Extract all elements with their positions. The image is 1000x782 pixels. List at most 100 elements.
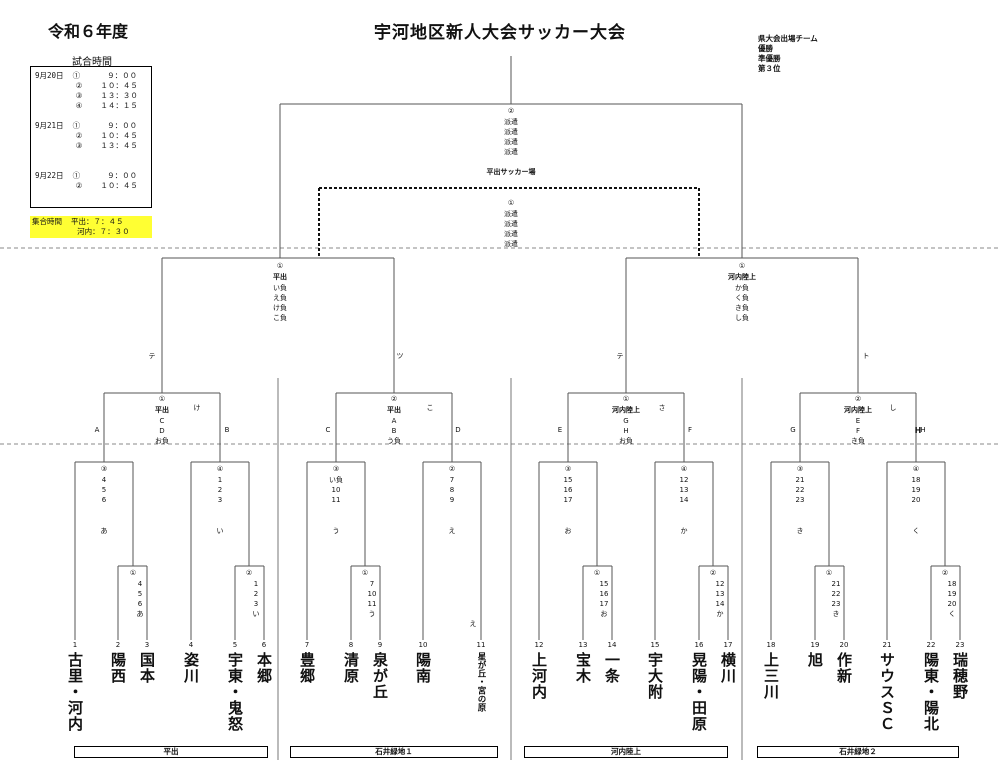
r2-tag: か <box>680 527 688 535</box>
qf-match-venue: 河内陸上 <box>612 406 640 414</box>
schedule-row: ② １０：４５ <box>35 81 138 90</box>
qf-match-number: ① <box>622 395 630 403</box>
r1-match-line: 22 <box>831 590 841 598</box>
semi-match-number: ① <box>738 262 746 270</box>
team-name: 清原 <box>342 652 360 684</box>
team-name: サウスＳＣ <box>878 652 896 732</box>
semi-match-line: し負 <box>735 314 749 322</box>
r2-match-line: 10 <box>331 486 341 494</box>
r2-match-line: 8 <box>449 486 455 494</box>
third-place-match-line: 派遣 <box>504 210 518 218</box>
team-number: 7 <box>304 641 310 649</box>
team-name: 宇東・鬼怒 <box>226 652 244 732</box>
r1-match-line: 3 <box>253 600 259 608</box>
final-match-line: 派遣 <box>504 118 518 126</box>
team-name: 作新 <box>835 652 853 684</box>
r1-match-line: 12 <box>715 580 725 588</box>
round-label: ト <box>862 352 870 360</box>
team-name: 宇大附 <box>646 652 664 700</box>
semi-match-line: え負 <box>273 294 287 302</box>
team-name: 泉が丘 <box>371 652 389 700</box>
qf-match-line: H <box>623 427 629 435</box>
semi-match-number: ① <box>276 262 284 270</box>
team-name: 横川 <box>719 652 737 684</box>
r1-match-line: い <box>252 610 260 618</box>
venue-label: 石井緑地１ <box>290 746 498 758</box>
r2-side-label: G <box>790 426 796 434</box>
venue-label: 河内陸上 <box>524 746 728 758</box>
r1-match-number: ② <box>941 569 949 577</box>
r2-match-line: 14 <box>679 496 689 504</box>
team-name: 陽東・陽北 <box>922 652 940 732</box>
r1-match-line: お <box>600 610 608 618</box>
r1-match-line: 2 <box>253 590 259 598</box>
r2-match-number: ④ <box>680 465 688 473</box>
semi-match-venue: 平出 <box>273 273 287 281</box>
team-number: 11 <box>476 641 486 649</box>
team-number: 18 <box>766 641 776 649</box>
r1-match-line: く <box>948 610 956 618</box>
r1-match-line: 23 <box>831 600 841 608</box>
team-name: 宝木 <box>574 652 592 684</box>
meeting-line-2: 河内：７：３０ <box>32 227 130 236</box>
third-place-match-number: ① <box>507 199 515 207</box>
r2-match-line: 4 <box>101 476 107 484</box>
r1-match-line: か <box>716 610 724 618</box>
r2-side-label: D <box>455 426 461 434</box>
final-match-line: 派遣 <box>504 128 518 136</box>
round-label: テ <box>616 352 624 360</box>
qf-match-line: き負 <box>851 437 865 445</box>
team-number: 6 <box>261 641 267 649</box>
team-number: 23 <box>955 641 965 649</box>
team-number: 21 <box>882 641 892 649</box>
legend-third: 第３位 <box>758 64 781 73</box>
team-number: 14 <box>607 641 617 649</box>
qf-match-line: F <box>855 427 861 435</box>
third-place-match-line: 派遣 <box>504 240 518 248</box>
season-year: 令和６年度 <box>48 22 129 41</box>
venue-label: 石井緑地２ <box>757 746 959 758</box>
semi-match-line: き負 <box>735 304 749 312</box>
r1-match-line: 7 <box>369 580 375 588</box>
r1-match-line: 21 <box>831 580 841 588</box>
team-number: 5 <box>232 641 238 649</box>
r2-tag: お <box>564 527 572 535</box>
r1-match-line: う <box>368 610 376 618</box>
legend-winner: 優勝 <box>758 44 773 53</box>
r2-match-line: 2 <box>217 486 223 494</box>
schedule-row: 9月20日 ① ９：００ <box>35 71 138 80</box>
r2-side-label: A <box>94 426 100 434</box>
r1-match-line: 10 <box>367 590 377 598</box>
qf-match-line: お負 <box>619 437 633 445</box>
page-title: 宇河地区新人大会サッカー大会 <box>374 23 626 43</box>
final-venue: 平出サッカー場 <box>486 168 536 176</box>
r1-match-number: ① <box>593 569 601 577</box>
r2-tag: く <box>912 527 920 535</box>
r1-match-line: あ <box>136 610 144 618</box>
r2-match-line: 16 <box>563 486 573 494</box>
qf-match-number: ① <box>158 395 166 403</box>
final-match-number: ② <box>507 107 515 115</box>
qf-tag: こ <box>426 404 434 412</box>
legend-title: 県大会出場チーム <box>758 34 818 43</box>
team-number: 13 <box>578 641 588 649</box>
schedule-row: ② １０：４５ <box>35 181 138 190</box>
qf-match-line: A <box>391 417 397 425</box>
r2-match-line: 3 <box>217 496 223 504</box>
team-name: 瑞穂野 <box>951 652 969 700</box>
r1-match-line: き <box>832 610 840 618</box>
team-name: 陽南 <box>414 652 432 684</box>
legend: 県大会出場チーム 優勝 準優勝 第３位 <box>758 34 818 74</box>
schedule-title: 試合時間 <box>72 57 112 68</box>
r2-match-line: 21 <box>795 476 805 484</box>
r2-match-line: い負 <box>329 476 343 484</box>
team-number: 12 <box>534 641 544 649</box>
team-number: 4 <box>188 641 194 649</box>
r1-match-line: 20 <box>947 600 957 608</box>
qf-match-number: ② <box>390 395 398 403</box>
r2-match-line: 9 <box>449 496 455 504</box>
r2-side-label: B <box>224 426 230 434</box>
r2-side-label: E <box>557 426 563 434</box>
r2-match-line: 12 <box>679 476 689 484</box>
